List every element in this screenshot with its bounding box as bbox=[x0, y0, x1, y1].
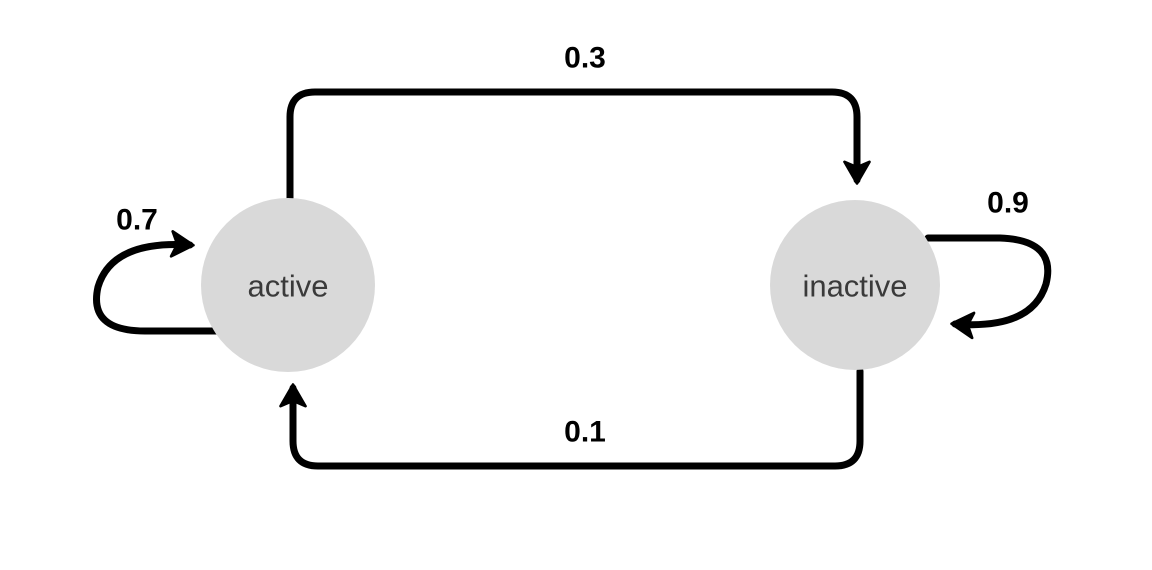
edge-inactive-self-loop[interactable]: 0.9 bbox=[924, 187, 1052, 340]
edge-label-inactive-self-loop: 0.9 bbox=[987, 187, 1029, 220]
edge-path-active-self-loop bbox=[93, 230, 222, 335]
edge-label-active-self-loop: 0.7 bbox=[116, 204, 158, 237]
edge-group: 0.3 0.1 0.7 0.9 bbox=[93, 42, 1052, 470]
edge-label-active-to-inactive: 0.3 bbox=[564, 42, 606, 75]
node-group: active inactive bbox=[201, 198, 940, 372]
edge-path-active-to-inactive bbox=[286, 88, 871, 202]
edge-path-inactive-self-loop bbox=[924, 234, 1052, 340]
node-label-active: active bbox=[248, 269, 329, 304]
node-label-inactive: inactive bbox=[802, 269, 907, 304]
edge-active-to-inactive[interactable]: 0.3 bbox=[286, 42, 871, 202]
edge-active-self-loop[interactable]: 0.7 bbox=[93, 204, 222, 335]
edge-inactive-to-active[interactable]: 0.1 bbox=[279, 367, 864, 470]
node-inactive[interactable]: inactive bbox=[770, 200, 940, 370]
node-circle-active bbox=[201, 198, 375, 372]
node-circle-inactive bbox=[770, 200, 940, 370]
edge-path-inactive-to-active bbox=[279, 367, 864, 470]
node-active[interactable]: active bbox=[201, 198, 375, 372]
edge-label-inactive-to-active: 0.1 bbox=[564, 416, 606, 449]
